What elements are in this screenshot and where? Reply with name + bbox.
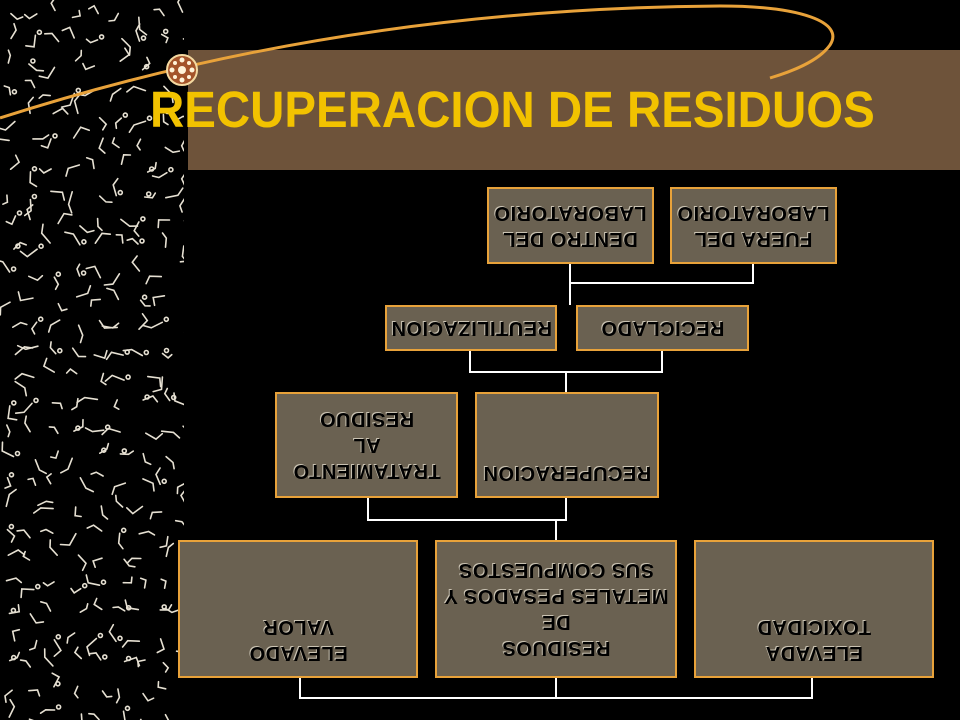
box-label: METALES PESADOS Y xyxy=(443,585,669,607)
box-elevado-valor: ELEVADO VALOR xyxy=(178,540,418,678)
box-residuos-metales: RESIDUOS DE METALES PESADOS Y SUS COMPUE… xyxy=(435,540,677,678)
box-reciclado: RECICLADO xyxy=(576,305,749,351)
box-label: ELEVADO xyxy=(248,642,348,664)
box-label: LABORATORIO xyxy=(677,201,830,224)
box-label: RECUPERACION xyxy=(482,462,652,484)
box-fuera-laboratorio: FUERA DEL LABORATORIO xyxy=(670,187,837,264)
box-label: RECICLADO xyxy=(600,317,725,339)
box-label: TOXICIDAD xyxy=(756,616,872,638)
box-label: AL xyxy=(352,434,381,456)
box-label: RESIDUOS xyxy=(501,637,611,659)
box-label: SUS COMPUESTOS xyxy=(458,559,654,581)
box-elevada-toxicidad: ELEVADA TOXICIDAD xyxy=(694,540,934,678)
page-title: RECUPERACION DE RESIDUOS xyxy=(150,81,875,138)
box-tratamiento-residuo: TRATAMIENTO AL RESIDUO xyxy=(275,392,458,498)
box-label: ELEVADA xyxy=(765,642,863,664)
box-reutilizacion: REUTILIZACION xyxy=(385,305,557,351)
box-label: VALOR xyxy=(262,616,334,638)
box-dentro-laboratorio: DENTRO DEL LABORATORIO xyxy=(487,187,654,264)
box-label: DENTRO DEL xyxy=(503,227,638,250)
box-recuperacion: RECUPERACION xyxy=(475,392,659,498)
box-label: REUTILIZACION xyxy=(390,317,552,339)
box-label: RESIDUO xyxy=(319,408,414,430)
box-label: TRATAMIENTO xyxy=(292,460,441,482)
box-label: DE xyxy=(541,611,571,633)
box-label: LABORATORIO xyxy=(494,201,647,224)
box-label: FUERA DEL xyxy=(694,227,813,250)
